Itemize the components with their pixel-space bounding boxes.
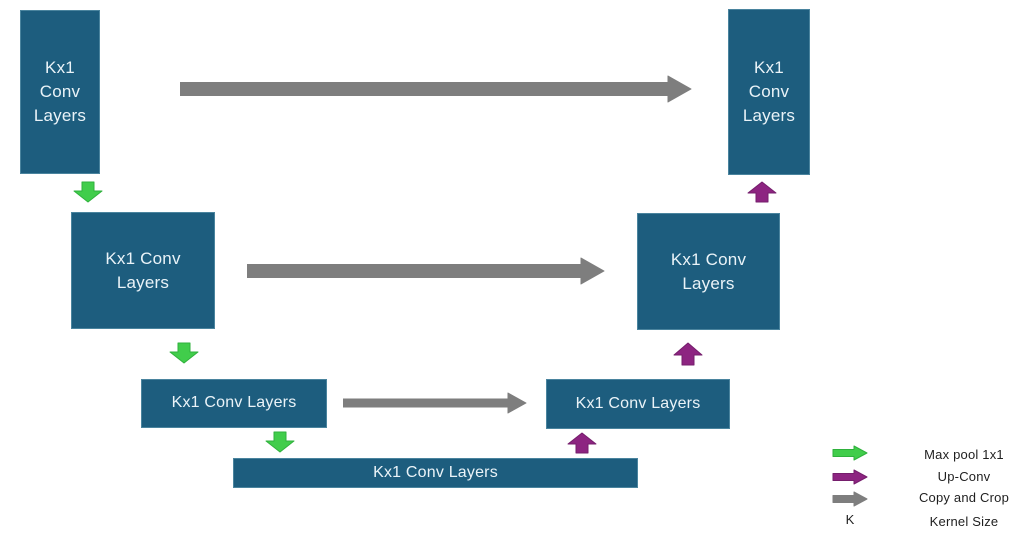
legend-up-conv-arrow-icon	[832, 469, 868, 485]
legend-label-kernel-size: Kernel Size	[929, 514, 999, 529]
legend-copy-crop-arrow-icon	[832, 491, 868, 507]
legend-label-max-pool: Max pool 1x1	[924, 447, 1004, 462]
conv-block-decoder-1: Kx1 Conv Layers	[728, 9, 810, 175]
up-conv-arrow-1	[567, 432, 597, 454]
conv-block-encoder-3: Kx1 Conv Layers	[141, 379, 327, 428]
legend-label-copy-crop: Copy and Crop	[918, 490, 1010, 505]
conv-block-bottleneck: Kx1 Conv Layers	[233, 458, 638, 488]
up-conv-arrow-3	[747, 181, 777, 203]
max-pool-arrow-3	[265, 431, 295, 453]
conv-block-encoder-1: Kx1 Conv Layers	[20, 10, 100, 174]
max-pool-arrow-2	[169, 342, 199, 364]
legend-label-up-conv: Up-Conv	[937, 469, 991, 484]
conv-block-decoder-2: Kx1 Conv Layers	[637, 213, 780, 330]
conv-block-decoder-3: Kx1 Conv Layers	[546, 379, 730, 429]
copy-crop-arrow-level-2	[247, 257, 605, 285]
up-conv-arrow-2	[673, 342, 703, 366]
conv-block-encoder-2: Kx1 Conv Layers	[71, 212, 215, 329]
legend-k-symbol: K	[845, 512, 855, 527]
max-pool-arrow-1	[73, 181, 103, 203]
copy-crop-arrow-level-3	[343, 392, 527, 414]
copy-crop-arrow-level-1	[180, 75, 692, 103]
legend-max-pool-arrow-icon	[832, 445, 868, 461]
